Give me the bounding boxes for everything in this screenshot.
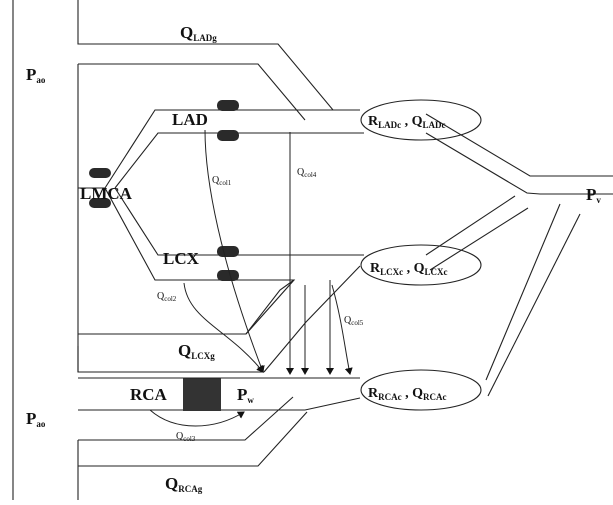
- lad-inner-wall: [114, 132, 364, 189]
- rca-capillary-label: RRCAc , QRCAc: [368, 386, 447, 402]
- lmca-lad-outer: [78, 109, 360, 189]
- lad-capillary-label: RLADc , QLADc: [368, 114, 446, 130]
- q-lcx-graft-label: QLCXg: [178, 341, 215, 361]
- q-col3-label: Qcol3: [176, 431, 196, 443]
- collateral-3-arrow: [149, 409, 245, 427]
- rca-lower-wall: [78, 397, 361, 411]
- pao-upper-label: Pao: [26, 65, 46, 85]
- rca-graft-upper: [78, 396, 294, 441]
- lmca-stenosis-bottom: [89, 198, 111, 208]
- lad-stenosis-bottom: [217, 130, 239, 141]
- collateral-5b-arrow: [331, 284, 353, 375]
- q-lad-graft-label: QLADg: [180, 23, 217, 43]
- q-col1-label: Qcol1: [212, 175, 232, 187]
- lcx-graft-connector: [245, 279, 295, 335]
- lcx-capillary-bed: [360, 244, 482, 286]
- venous-mid-lower: [429, 207, 529, 271]
- lad-graft-lower-wall: [78, 63, 306, 121]
- lcx-graft-upper: [263, 265, 361, 373]
- q-col4-label: Qcol4: [297, 167, 317, 179]
- q-rca-graft-label: QRCAg: [165, 474, 203, 494]
- rca-occlusion: [183, 378, 221, 411]
- lad-label: LAD: [172, 110, 208, 129]
- collateral-1-arrow: [204, 129, 265, 373]
- rca-label: RCA: [130, 385, 168, 404]
- q-col2-label: Qcol2: [157, 291, 177, 303]
- q-col5-label: Qcol5: [344, 315, 364, 327]
- lcx-capillary-label: RLCXc , QLCXc: [370, 261, 448, 277]
- venous-lower-inner: [487, 213, 581, 397]
- rca-graft-lower: [78, 411, 308, 467]
- lad-capillary-bed: [360, 99, 482, 141]
- lmca-label: LMCA: [80, 184, 133, 203]
- venous-upper-inner: [425, 132, 613, 195]
- lad-graft-upper-wall: [77, 0, 360, 111]
- lcx-stenosis-bottom: [217, 270, 239, 281]
- pw-label: Pw: [237, 385, 254, 405]
- lcx-label: LCX: [163, 249, 200, 268]
- collateral-2-arrow: [183, 282, 264, 373]
- pao-lower-label: Pao: [26, 409, 46, 429]
- rca-capillary-bed: [360, 369, 482, 411]
- venous-upper-outer: [425, 113, 613, 177]
- venous-lower-outer: [485, 203, 561, 381]
- pv-label: Pv: [586, 185, 601, 205]
- lcx-inner-wall: [114, 187, 364, 256]
- venous-mid-upper: [425, 195, 516, 256]
- lad-stenosis-top: [217, 100, 239, 111]
- lmca-stenosis-top: [89, 168, 111, 178]
- lcx-stenosis-top: [217, 246, 239, 257]
